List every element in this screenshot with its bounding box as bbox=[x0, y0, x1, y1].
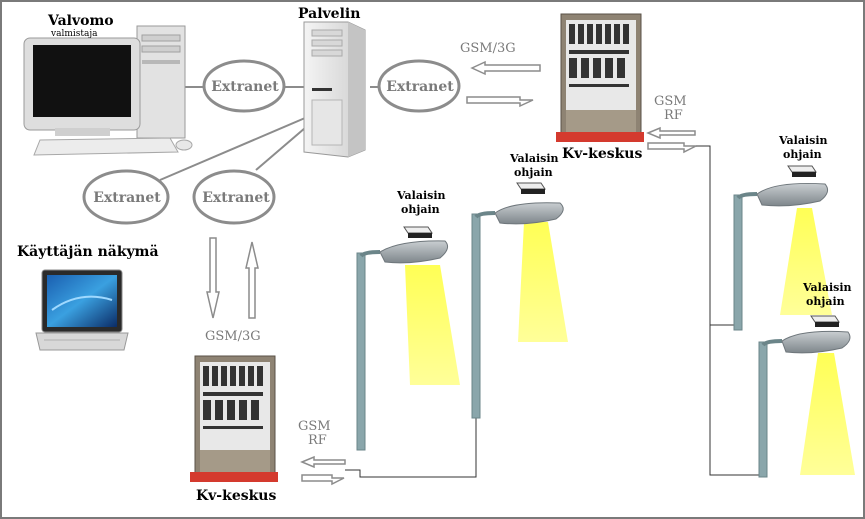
gsm-3g-label-top: GSM/3G bbox=[460, 41, 516, 56]
extranet-label-3: Extranet bbox=[93, 190, 161, 206]
lamp-controller-icon bbox=[810, 315, 840, 327]
extranet-label-1: Extranet bbox=[211, 79, 279, 95]
kv-keskus-label-bottom: Kv-keskus bbox=[196, 488, 276, 504]
rf-label-bottom: RF bbox=[308, 433, 327, 448]
palvelin-label: Palvelin bbox=[298, 6, 360, 22]
valaisin-label-4: Valaisin bbox=[802, 281, 852, 294]
extranet-ellipse-3 bbox=[82, 169, 170, 225]
valaisin-label-3: Valaisin bbox=[778, 134, 828, 147]
control-cabinet-icon bbox=[190, 355, 278, 482]
ohjain-label-3: ohjain bbox=[783, 148, 822, 161]
ohjain-label-4: ohjain bbox=[806, 295, 845, 308]
gsm-label-right: GSM bbox=[654, 94, 687, 109]
street-light-icon bbox=[733, 182, 832, 331]
extranet-ellipse-1 bbox=[202, 59, 286, 113]
street-light-icon bbox=[758, 330, 855, 478]
valmistaja-label: valmistaja bbox=[50, 29, 98, 39]
rf-wire-right bbox=[696, 145, 765, 476]
desktop-computer-icon bbox=[23, 25, 193, 156]
gsm-3g-label-vertical: GSM/3G bbox=[205, 329, 261, 344]
gsm-rf-arrows-bottom bbox=[300, 455, 346, 486]
valvomo-label: Valvomo bbox=[47, 13, 114, 29]
connection-lines bbox=[159, 86, 380, 181]
valaisin-label-2: Valaisin bbox=[509, 152, 559, 165]
control-cabinet-icon bbox=[556, 13, 644, 142]
lamp-controller-icon bbox=[787, 165, 817, 177]
street-light-icon bbox=[471, 202, 568, 419]
ohjain-label-2: ohjain bbox=[514, 166, 553, 179]
ohjain-label-1: ohjain bbox=[401, 203, 440, 216]
server-tower-icon bbox=[303, 21, 366, 158]
lamp-controller-icon bbox=[516, 182, 546, 194]
extranet-ellipse-2 bbox=[377, 59, 461, 113]
extranet-label-2: Extranet bbox=[386, 79, 454, 95]
rf-label-right: RF bbox=[664, 108, 683, 123]
extranet-label-4: Extranet bbox=[202, 190, 270, 206]
kv-keskus-label-top: Kv-keskus bbox=[562, 146, 642, 162]
kayttajan-nakyma-label: Käyttäjän näkymä bbox=[17, 244, 159, 260]
valaisin-label-1: Valaisin bbox=[396, 189, 446, 202]
gsm-3g-arrows-top bbox=[466, 60, 541, 108]
street-light-icon bbox=[356, 240, 460, 451]
gsm-label-bottom: GSM bbox=[298, 419, 331, 434]
gsm-3g-arrows-vertical bbox=[206, 237, 259, 319]
lamp-controller-icon bbox=[403, 226, 433, 238]
gsm-rf-arrows-right bbox=[646, 126, 697, 154]
rf-wire-bottom bbox=[345, 418, 477, 478]
laptop-icon bbox=[35, 269, 129, 351]
extranet-ellipse-4 bbox=[192, 169, 276, 225]
